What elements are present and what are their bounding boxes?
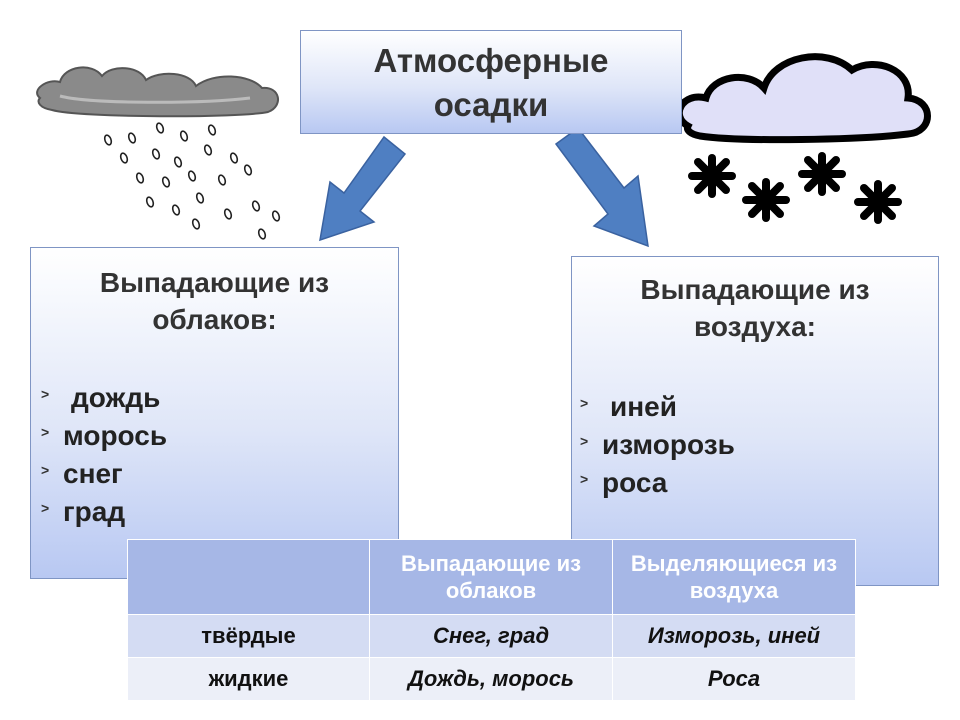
from-clouds-heading-line-2: облаков: — [152, 304, 277, 335]
bullet-arrow-icon: ˃ — [41, 424, 50, 440]
table-header-from-air: Выделяющиеся из воздуха — [612, 539, 856, 615]
list-item: ˃ снег — [41, 455, 167, 493]
bullet-arrow-icon: ˃ — [41, 386, 50, 402]
list-item-text: снег — [63, 458, 123, 489]
list-item-text: морось — [63, 420, 168, 451]
from-air-heading-line-2: воздуха: — [694, 311, 816, 342]
table-row: твёрдые Снег, град Изморозь, иней — [127, 614, 856, 658]
title-line-1: Атмосферные — [373, 42, 609, 79]
precipitation-table: Выпадающие из облаков Выделяющиеся из во… — [127, 539, 856, 701]
cell-from-clouds: Дождь, морось — [369, 657, 613, 701]
list-item: ˃ роса — [580, 464, 735, 502]
cell-from-air: Изморозь, иней — [612, 614, 856, 658]
table-row: жидкие Дождь, морось Роса — [127, 657, 856, 701]
list-item-text: изморозь — [602, 429, 735, 460]
list-item: ˃ дождь — [41, 379, 167, 417]
title-box: Атмосферные осадки — [300, 30, 682, 134]
from-clouds-list: ˃ дождь ˃ морось ˃ снег ˃ град — [41, 379, 167, 531]
rain-cloud-icon — [36, 66, 281, 240]
from-air-box: Выпадающие из воздуха: ˃ иней ˃ изморозь ˃… — [571, 256, 939, 586]
table-header-empty — [127, 539, 370, 615]
table-header-row: Выпадающие из облаков Выделяющиеся из во… — [127, 539, 856, 615]
from-clouds-heading-line-1: Выпадающие из — [99, 267, 330, 298]
bullet-arrow-icon: ˃ — [41, 500, 50, 516]
table-header-from-clouds: Выпадающие из облаков — [369, 539, 613, 615]
down-right-arrow-icon — [554, 126, 649, 248]
down-left-arrow-icon — [319, 135, 407, 242]
list-item-text: град — [63, 496, 126, 527]
list-item-text: роса — [602, 467, 668, 498]
list-item: ˃ град — [41, 493, 167, 531]
bullet-arrow-icon: ˃ — [41, 462, 50, 478]
row-label: жидкие — [127, 657, 370, 701]
row-label: твёрдые — [127, 614, 370, 658]
from-clouds-heading: Выпадающие из облаков: — [31, 264, 398, 338]
from-air-list: ˃ иней ˃ изморозь ˃ роса — [580, 388, 735, 502]
from-air-heading: Выпадающие из воздуха: — [572, 271, 938, 345]
from-clouds-box: Выпадающие из облаков: ˃ дождь ˃ морось ˃ с… — [30, 247, 399, 579]
list-item: ˃ изморозь — [580, 426, 735, 464]
bullet-arrow-icon: ˃ — [580, 471, 589, 487]
list-item-text: иней — [610, 391, 677, 422]
list-item: ˃ морось — [41, 417, 167, 455]
cell-from-clouds: Снег, град — [369, 614, 613, 658]
list-item-text: дождь — [71, 382, 161, 413]
snow-cloud-icon — [675, 53, 931, 224]
from-air-heading-line-1: Выпадающие из — [640, 274, 870, 305]
bullet-arrow-icon: ˃ — [580, 395, 589, 411]
bullet-arrow-icon: ˃ — [580, 433, 589, 449]
list-item: ˃ иней — [580, 388, 735, 426]
title-line-2: осадки — [433, 86, 549, 123]
cell-from-air: Роса — [612, 657, 856, 701]
